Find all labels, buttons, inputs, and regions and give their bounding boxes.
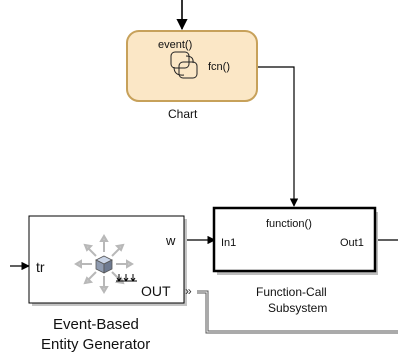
chart-fcn-to-subsystem-trigger-line[interactable] [257,66,299,207]
generator-name-line1: Event-Based [53,316,139,333]
chart-event-label: event() [158,39,192,51]
generator-tr-port-label: tr [36,259,45,275]
function-call-subsystem-block[interactable]: function() In1 Out1 Function-Call Subsys… [212,206,378,315]
signal-lines [10,0,398,334]
generator-out-entity-line[interactable] [197,290,398,332]
subsystem-trigger-label: function() [266,218,312,230]
generator-name-line2: Entity Generator [41,336,150,353]
chart-fcn-port-label: fcn() [208,61,230,73]
entity-generator-cube-icon [74,234,137,294]
subsystem-in-port-label: In1 [221,237,236,249]
chart-block-body[interactable] [126,30,258,102]
entity-generator-block[interactable]: tr w OUT » [28,215,192,353]
generator-w-port-label: w [165,233,176,248]
chart-block-name: Chart [168,107,198,121]
chart-block[interactable]: event() fcn() Chart [126,30,258,121]
subsystem-out-port-label: Out1 [340,237,364,249]
chart-states-icon [170,51,198,79]
subsystem-name-line2: Subsystem [268,301,327,315]
subsystem-name-line1: Function-Call [256,285,327,299]
subsystem-body[interactable] [212,206,377,273]
generator-entity-port-icon: » [185,284,192,298]
generator-out-port-label: OUT [141,283,171,299]
